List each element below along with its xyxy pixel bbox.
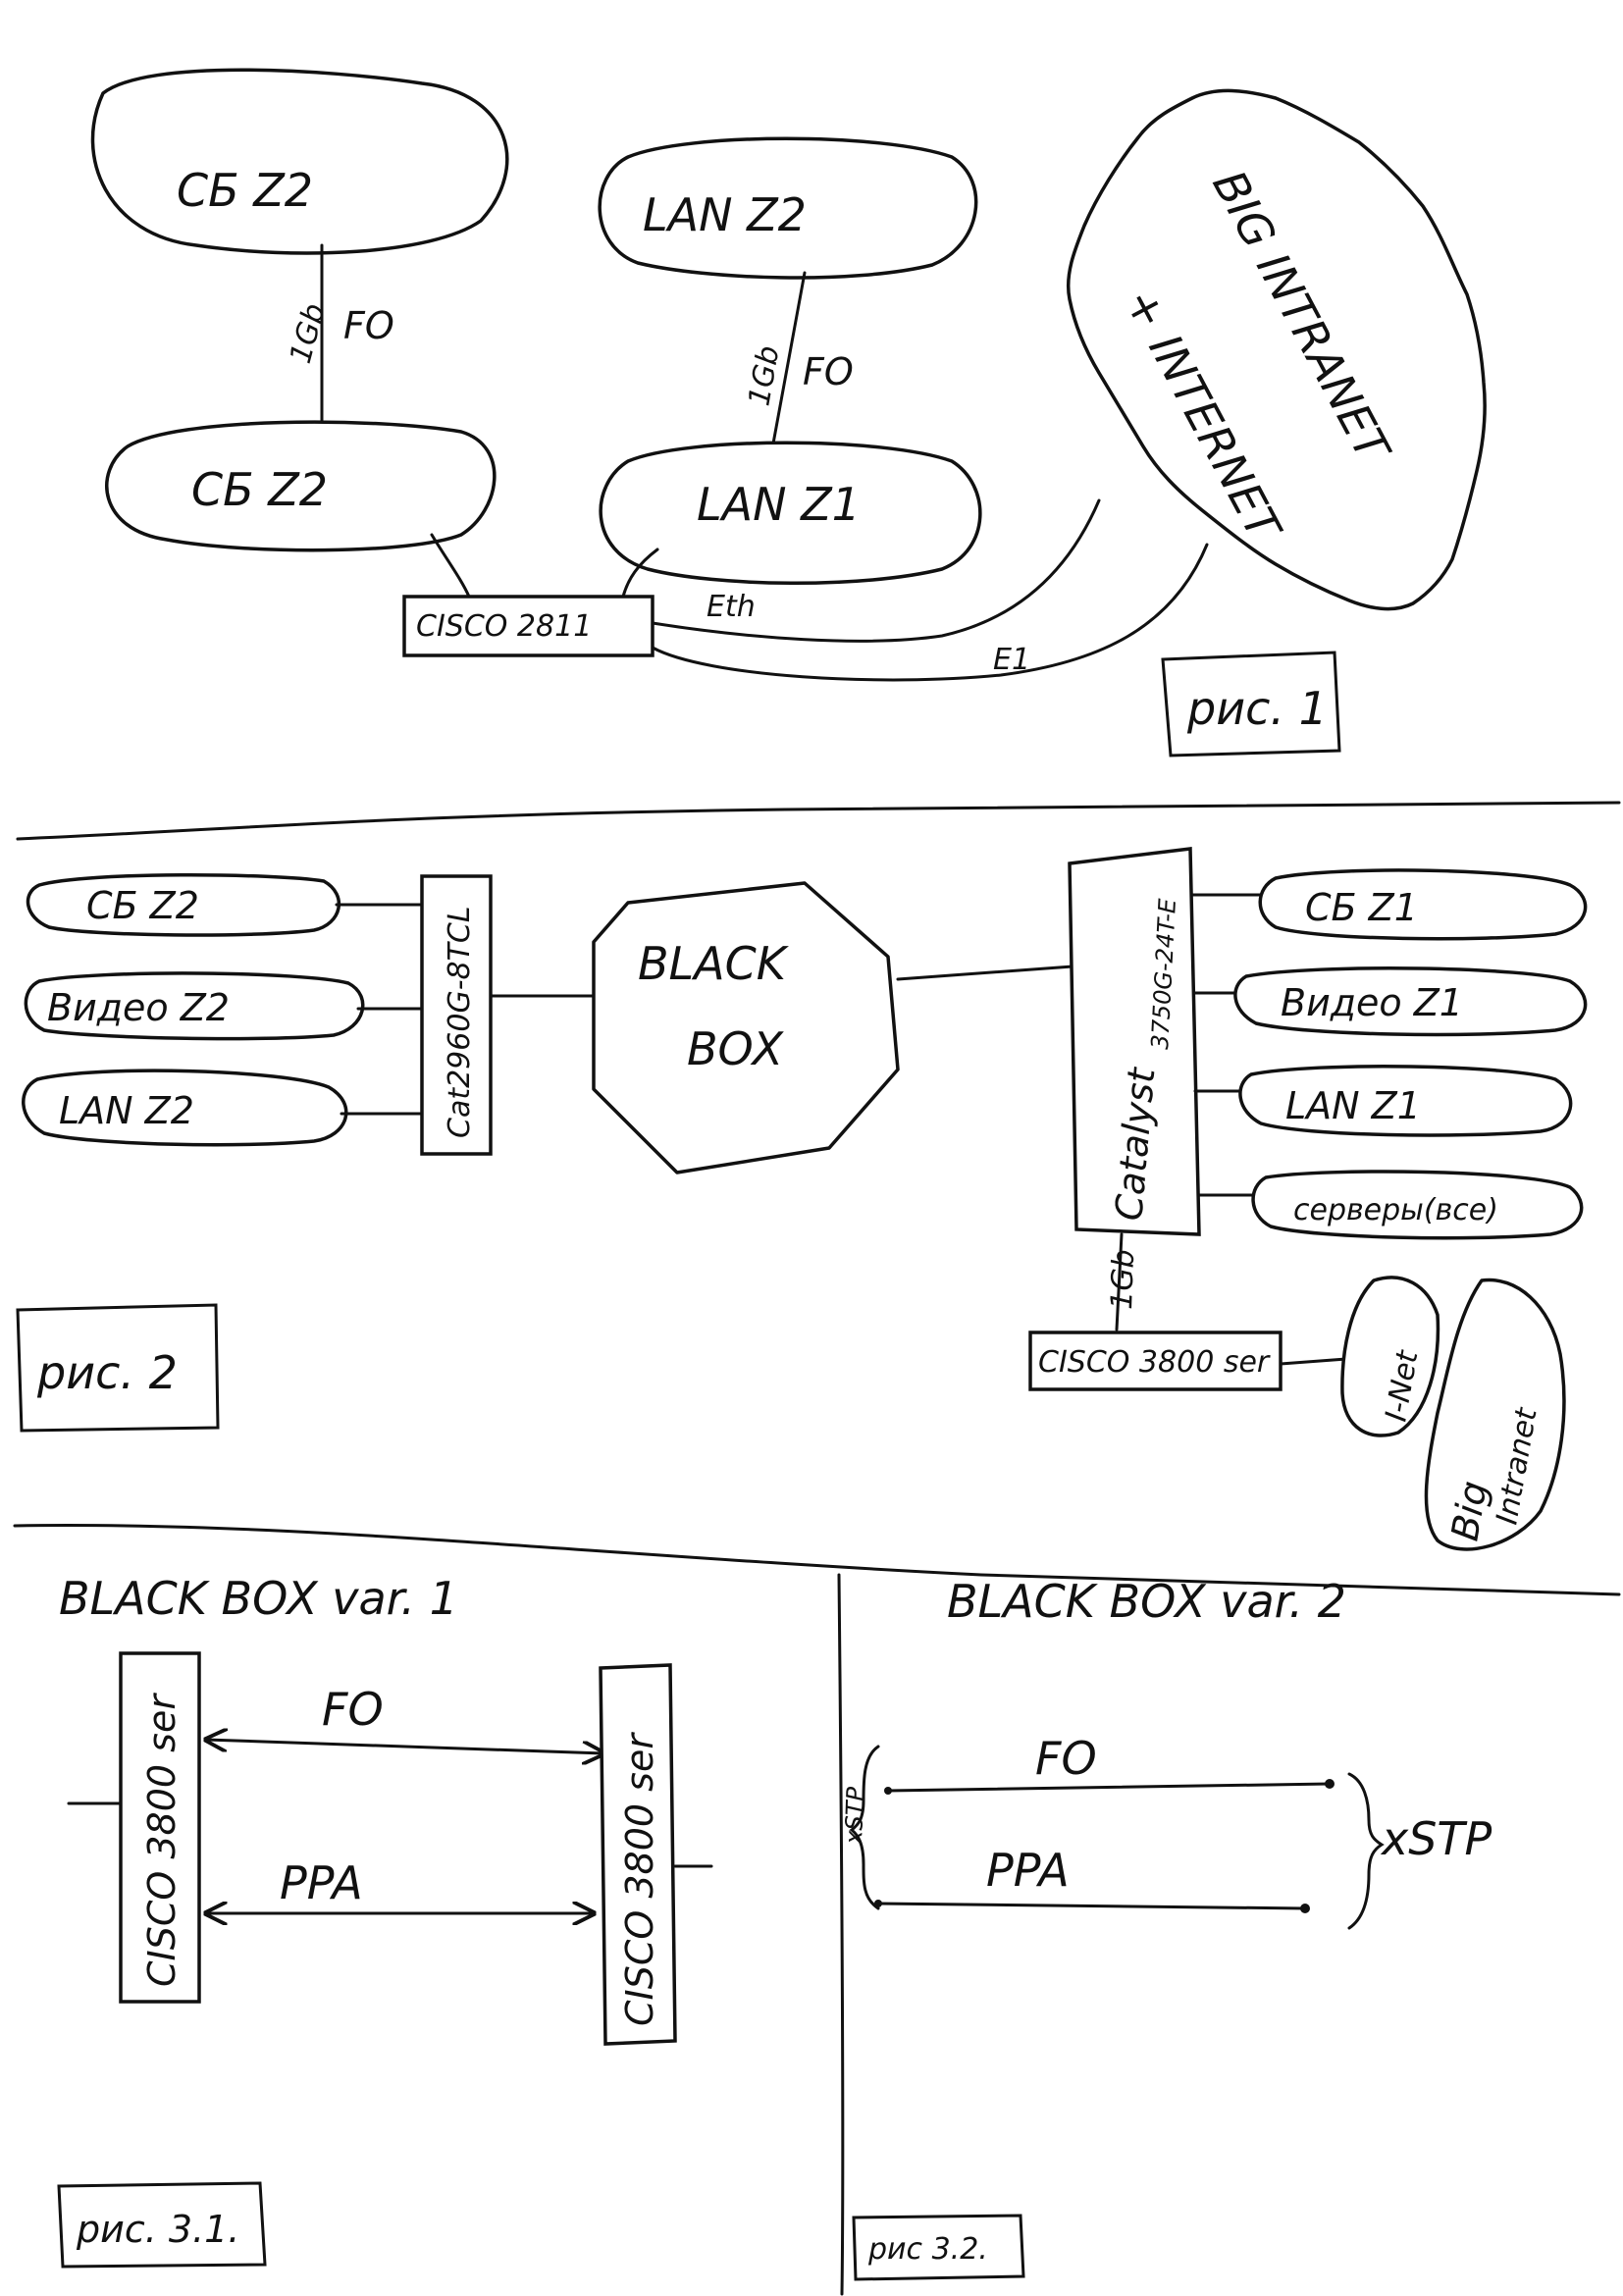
fo-link — [206, 1740, 603, 1753]
left-node-3 — [22, 1069, 348, 1147]
left-node-1 — [26, 873, 341, 937]
uplink-speed-label: 1Gb — [1105, 1249, 1141, 1311]
big-intranet-cloud — [1066, 88, 1487, 611]
sb-link-speed: 1Gb — [284, 300, 333, 367]
fig1-caption: рис. 1 — [1186, 682, 1328, 735]
left-node-3-label: LAN Z2 — [59, 1089, 194, 1132]
right-cisco-3800 — [599, 1663, 677, 2046]
cisco-3800-router — [1028, 1331, 1283, 1391]
right-node-4 — [1251, 1170, 1584, 1240]
right-stp-bracket — [1347, 1772, 1385, 1930]
figure-2: СБ Z2 Видео Z2 LAN Z2 Cat2960G-8TCL BLAC… — [16, 847, 1588, 1551]
fo-right-end — [1325, 1779, 1335, 1789]
right-node-4-label: серверы(все) — [1293, 1193, 1498, 1227]
cat2960-switch — [420, 874, 493, 1156]
black-box-octagon — [592, 881, 900, 1174]
right-node-1 — [1258, 868, 1588, 941]
fig3-2-caption: рис 3.2. — [867, 2232, 988, 2267]
fig2-caption-frame — [16, 1303, 220, 1433]
big-intranet-2-cloud — [1424, 1278, 1566, 1551]
lan-fo-link — [771, 271, 807, 445]
sb-link-medium: FO — [343, 304, 394, 347]
fo-line — [886, 1782, 1332, 1793]
black-box-line2: BOX — [687, 1022, 785, 1075]
lan-z2-label: LAN Z2 — [643, 188, 807, 241]
eth-link — [651, 498, 1101, 643]
black-box-line1: BLACK — [638, 937, 790, 990]
cisco-2811-router — [402, 595, 654, 657]
cisco-3800-label: CISCO 3800 ser — [1038, 1345, 1271, 1380]
sb-z2-top-label: СБ Z2 — [177, 164, 313, 217]
left-cisco-3800-label: CISCO 3800 ser — [140, 1693, 183, 1987]
ppa-line — [876, 1902, 1307, 1910]
cat2960-label: Cat2960G-8TCL — [443, 906, 477, 1138]
catalyst-to-router-uplink — [1115, 1232, 1124, 1331]
lan-z2-cloud — [598, 136, 978, 280]
sb-z2-top-cloud — [90, 68, 509, 255]
right-node-3 — [1238, 1065, 1573, 1137]
left-stp-bracket — [849, 1745, 880, 1910]
lan-link-speed: 1Gb — [742, 343, 786, 409]
left-node-1-label: СБ Z2 — [86, 884, 199, 927]
fig3-1-title: BLACK BOX var. 1 — [59, 1572, 458, 1625]
right-stp-label: xSTP — [1380, 1812, 1492, 1865]
fig1-caption-frame — [1161, 651, 1341, 757]
fo-2-label: FO — [1035, 1732, 1097, 1785]
right-node-2-label: Видео Z1 — [1281, 981, 1463, 1024]
sb-z2-bottom-label: СБ Z2 — [191, 463, 328, 516]
cisco-2811-label: CISCO 2811 — [416, 609, 592, 644]
sb-z2-bottom-cloud — [105, 420, 497, 552]
e1-label: E1 — [993, 643, 1030, 677]
fig3-2-title: BLACK BOX var. 2 — [947, 1575, 1346, 1628]
lan-link-medium: FO — [803, 350, 854, 393]
right-node-2 — [1233, 966, 1588, 1037]
lan-z1-label: LAN Z1 — [697, 478, 861, 531]
divider-vertical — [837, 1573, 845, 2296]
eth-label: Eth — [707, 590, 756, 624]
catalyst-switch — [1068, 847, 1201, 1236]
figure-3-2: BLACK BOX var. 2 xSTP FO PPA xSTP рис 3.… — [840, 1575, 1492, 2281]
router-to-inet-link — [1279, 1357, 1348, 1366]
divider-1 — [16, 801, 1621, 841]
fig3-2-caption-frame — [852, 2214, 1025, 2281]
divider-2 — [13, 1524, 1621, 1596]
left-node-2 — [24, 971, 365, 1041]
right-node-3-label: LAN Z1 — [1285, 1084, 1421, 1127]
figure-1: СБ Z2 1Gb FO СБ Z2 LAN Z2 1Gb FO LAN Z1 … — [90, 68, 1487, 757]
sb-to-router-link — [430, 533, 471, 599]
fig2-caption: рис. 2 — [36, 1346, 178, 1399]
fig3-1-caption-frame — [57, 2181, 267, 2269]
fo-left-end — [884, 1787, 892, 1795]
left-node-2-label: Видео Z2 — [47, 986, 230, 1029]
right-cisco-3800-label: CISCO 3800 ser — [618, 1732, 661, 2026]
fig3-1-caption: рис. 3.1. — [76, 2208, 239, 2251]
big-intranet-2-line1: Big — [1443, 1478, 1496, 1543]
inet-node — [1340, 1276, 1440, 1437]
right-node-1-label: СБ Z1 — [1305, 886, 1418, 929]
left-cisco-3800 — [119, 1651, 201, 2004]
ppa-label: PPA — [280, 1856, 363, 1909]
ppa-left-end — [874, 1900, 882, 1907]
e1-link — [651, 543, 1209, 682]
lan-to-router-link — [621, 548, 659, 599]
ppa-2-label: PPA — [986, 1844, 1070, 1897]
figure-3-1: BLACK BOX var. 1 CISCO 3800 ser FO PPA C… — [57, 1572, 713, 2269]
blackbox-to-catalyst-link — [896, 965, 1074, 981]
lan-z1-cloud — [599, 441, 982, 585]
fo-label: FO — [322, 1683, 384, 1736]
ppa-right-end — [1300, 1904, 1310, 1913]
left-stp-label: xSTP — [840, 1786, 869, 1846]
